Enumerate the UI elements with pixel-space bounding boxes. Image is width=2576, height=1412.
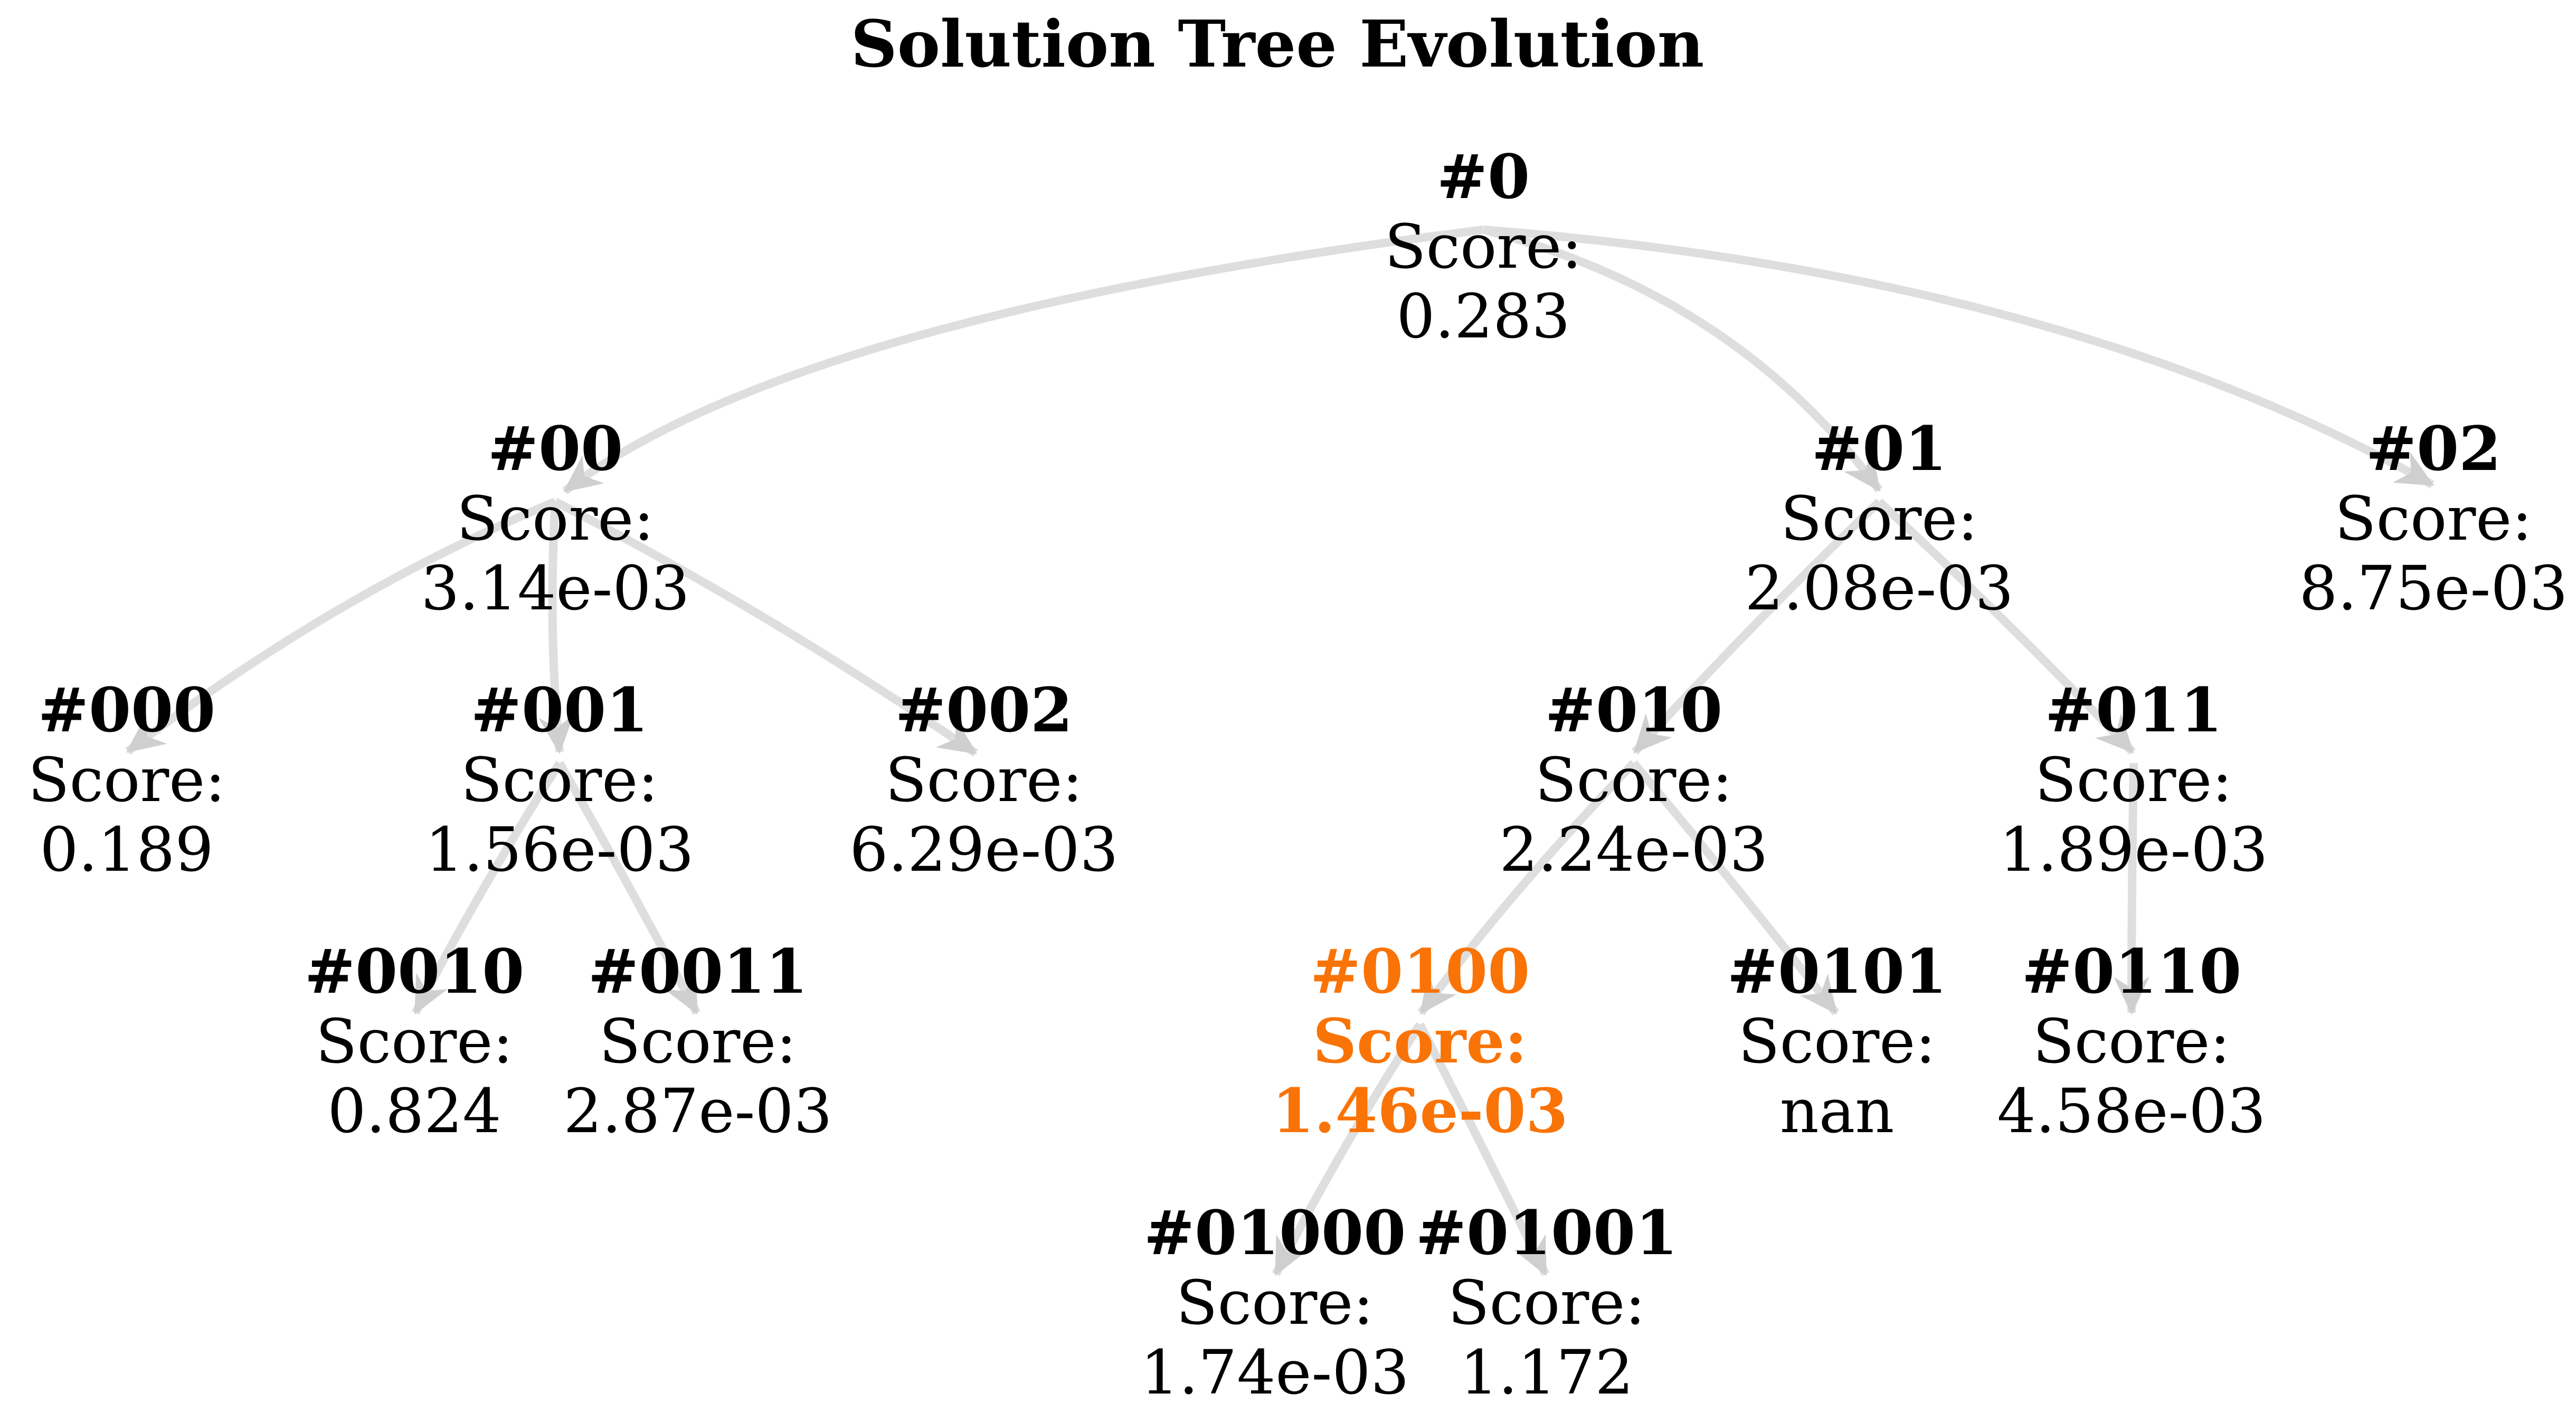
node-score-value: 1.172 [1460, 1338, 1634, 1408]
node-score-value: 1.74e-03 [1140, 1338, 1409, 1408]
node-score-value: nan [1779, 1076, 1895, 1147]
node-id-label: #010 [1545, 675, 1723, 746]
edge-0-01 [1482, 225, 1883, 493]
node-score-label: Score: [1738, 1006, 1936, 1077]
node-id-label: #011 [2044, 675, 2223, 746]
node-score-value: 0.824 [327, 1076, 501, 1147]
node-score-value: 2.08e-03 [1745, 553, 2014, 624]
node-score-label: Score: [1313, 1006, 1527, 1077]
node-score-label: Score: [27, 745, 226, 816]
node-score-value: 1.46e-03 [1272, 1076, 1568, 1147]
edge-00-001 [538, 501, 574, 754]
node-score-value: 4.58e-03 [1997, 1076, 2266, 1147]
node-score-value: 6.29e-03 [849, 815, 1119, 886]
edge-01-010 [1632, 498, 1882, 755]
node-score-label: Score: [1535, 745, 1733, 816]
edge-0-02 [1483, 225, 2435, 488]
node-id-label: #00 [487, 413, 623, 485]
node-score-label: Score: [599, 1006, 797, 1077]
node-score-label: Score: [456, 484, 655, 554]
node-score-label: Score: [2034, 745, 2233, 816]
edge-00-002 [553, 497, 978, 757]
edge-01-011 [1876, 498, 2136, 755]
edge-010-0101 [1630, 760, 1840, 1015]
node-id-label: #01 [1811, 413, 1947, 485]
edge-0100-01000 [1272, 1022, 1424, 1276]
node-score-value: 0.189 [40, 815, 214, 886]
node-score-label: Score: [885, 745, 1083, 816]
node-id-label: #0101 [1727, 936, 1947, 1008]
node-score-value: 2.24e-03 [1499, 815, 1768, 886]
node-score-label: Score: [1176, 1268, 1374, 1339]
node-score-value: 1.56e-03 [425, 815, 694, 886]
node-id-label: #000 [37, 675, 216, 746]
edge-0-00 [562, 225, 1484, 495]
node-id-label: #002 [895, 675, 1073, 746]
node-id-label: #01000 [1143, 1198, 1406, 1269]
node-score-label: Score: [2032, 1006, 2231, 1077]
node-score-label: Score: [1447, 1268, 1646, 1339]
edge-010-0100 [1417, 760, 1637, 1015]
node-id-label: #0 [1436, 142, 1530, 213]
node-id-label: #02 [2365, 413, 2502, 485]
node-score-label: Score: [2334, 484, 2533, 554]
node-score-value: 1.89e-03 [1999, 815, 2268, 886]
node-id-label: #0010 [304, 936, 525, 1008]
edge-00-000 [125, 497, 557, 755]
node-id-label: #0100 [1310, 936, 1530, 1008]
node-id-label: #0110 [2021, 936, 2242, 1008]
node-score-label: Score: [460, 745, 659, 816]
edge-011-0110 [2114, 763, 2149, 1015]
node-score-label: Score: [1384, 212, 1583, 283]
edge-0100-01001 [1416, 1022, 1550, 1276]
diagram-title: Solution Tree Evolution [850, 6, 1704, 82]
node-score-label: Score: [1780, 484, 1978, 554]
node-score-value: 8.75e-03 [2299, 553, 2568, 624]
node-score-value: 2.87e-03 [563, 1076, 832, 1147]
node-score-value: 3.14e-03 [421, 553, 690, 624]
edge-001-0010 [411, 760, 563, 1015]
node-score-value: 0.283 [1396, 281, 1570, 352]
node-id-label: #001 [470, 675, 649, 746]
node-score-label: Score: [315, 1006, 514, 1077]
node-id-label: #01001 [1415, 1198, 1678, 1269]
node-id-label: #0011 [588, 936, 808, 1008]
edge-001-0011 [556, 761, 701, 1015]
